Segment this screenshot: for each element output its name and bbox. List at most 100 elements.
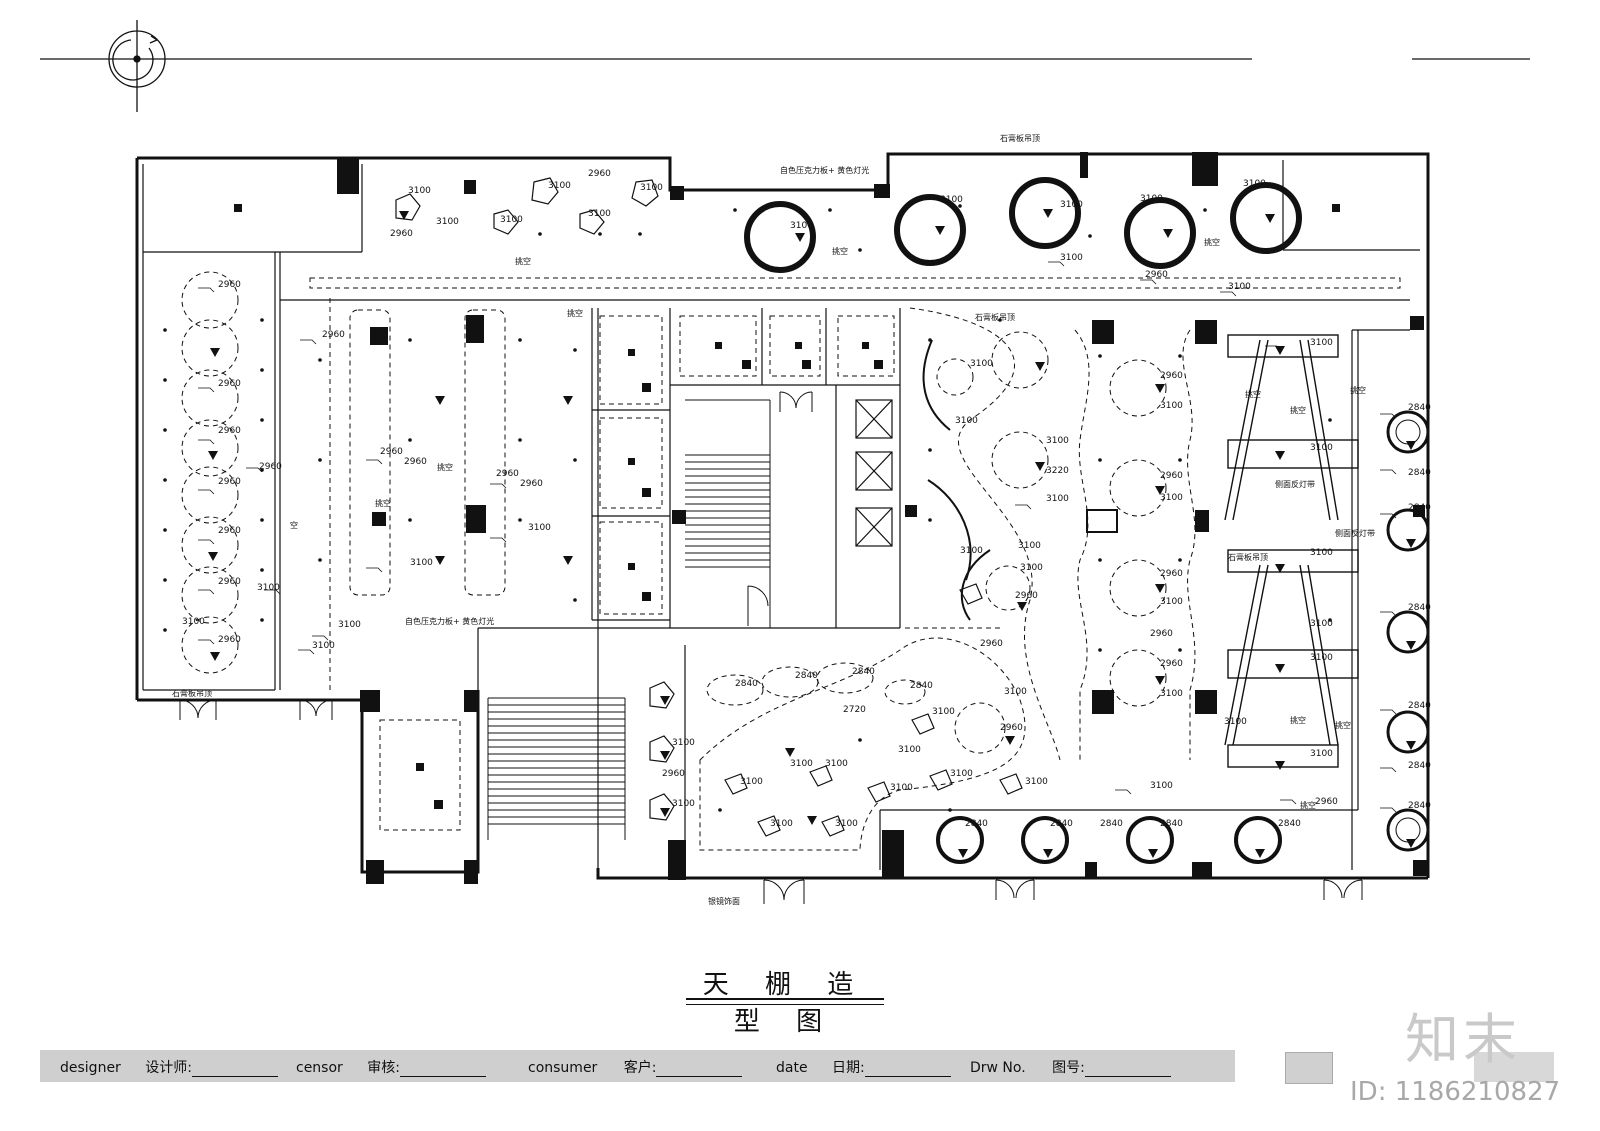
- svg-text:2960: 2960: [1000, 723, 1023, 733]
- svg-text:2960: 2960: [1160, 471, 1183, 481]
- drw-cn: 图号:: [1052, 1060, 1085, 1076]
- svg-text:2960: 2960: [218, 577, 241, 587]
- ceiling-dashed-outlines: [181, 271, 1401, 851]
- label-top-strip: 自色压克力板+ 黄色灯光: [780, 165, 869, 175]
- svg-text:2840: 2840: [1278, 819, 1301, 829]
- svg-text:2960: 2960: [1150, 629, 1173, 639]
- censor-en: censor: [296, 1060, 343, 1076]
- svg-text:3100: 3100: [770, 819, 793, 829]
- svg-text:3100: 3100: [410, 558, 433, 568]
- label-void-6: 挑空: [375, 498, 391, 508]
- consumer-cn: 客户:: [623, 1060, 657, 1076]
- svg-text:2960: 2960: [259, 462, 282, 472]
- censor-cn: 审核:: [367, 1060, 400, 1076]
- label-side-light-1: 侧面反灯带: [1275, 479, 1315, 489]
- designer-cn: 设计师:: [145, 1060, 192, 1076]
- doors: [179, 391, 1363, 904]
- svg-text:3100: 3100: [338, 620, 361, 630]
- label-left-bottom-ceiling: 石膏板吊顶: [172, 688, 212, 698]
- svg-text:2720: 2720: [843, 705, 866, 715]
- drawing-title: 天 棚 造 型 图: [702, 970, 868, 1037]
- svg-text:3100: 3100: [790, 759, 813, 769]
- svg-text:3100: 3100: [500, 215, 523, 225]
- designer-field[interactable]: designer 设计师:: [60, 1057, 278, 1077]
- svg-text:3100: 3100: [640, 183, 663, 193]
- svg-text:2960: 2960: [380, 447, 403, 457]
- elevator-shafts: [855, 399, 893, 547]
- label-void-8: 挑空: [1290, 405, 1306, 415]
- svg-text:3100: 3100: [1160, 493, 1183, 503]
- svg-text:3100: 3100: [890, 783, 913, 793]
- designer-en: designer: [60, 1060, 121, 1076]
- square-diffusers: [234, 204, 1340, 809]
- svg-text:2960: 2960: [218, 379, 241, 389]
- h-3100: 3100: [408, 186, 431, 196]
- label-void-2: 挑空: [832, 246, 848, 256]
- svg-text:3100: 3100: [835, 819, 858, 829]
- svg-text:3100: 3100: [1046, 494, 1069, 504]
- height-labels: 3100 2960 3100 3100 3100 3100 3100 2960 3100…: [182, 169, 1431, 829]
- svg-text:3100: 3100: [182, 617, 205, 627]
- svg-text:3100: 3100: [672, 738, 695, 748]
- svg-text:3100: 3100: [970, 359, 993, 369]
- svg-text:2960: 2960: [218, 526, 241, 536]
- svg-text:3100: 3100: [1310, 619, 1333, 629]
- svg-text:2960: 2960: [390, 229, 413, 239]
- svg-text:3100: 3100: [1140, 194, 1163, 204]
- svg-text:3100: 3100: [1228, 282, 1251, 292]
- title-block-swatch-2: [1474, 1052, 1554, 1082]
- label-void-1: 挑空: [515, 256, 531, 266]
- annotation-labels: 自色压克力板+ 黄色灯光 石膏板吊顶 石膏板吊顶 石膏板吊顶 自色压克力板+ 黄…: [172, 133, 1375, 906]
- svg-text:3100: 3100: [1243, 179, 1266, 189]
- svg-text:3100: 3100: [1004, 687, 1027, 697]
- svg-text:2960: 2960: [322, 330, 345, 340]
- svg-text:3100: 3100: [1310, 749, 1333, 759]
- svg-text:2960: 2960: [218, 280, 241, 290]
- svg-text:3100: 3100: [960, 546, 983, 556]
- consumer-field[interactable]: consumer 客户:: [528, 1057, 743, 1077]
- date-en: date: [776, 1060, 808, 1076]
- label-mirror: 银镜饰面: [708, 896, 740, 906]
- svg-text:2960: 2960: [662, 769, 685, 779]
- pendant-lamps: [395, 177, 1023, 837]
- drawing-number-field[interactable]: Drw No. 图号:: [970, 1057, 1171, 1077]
- svg-text:2840: 2840: [735, 679, 758, 689]
- svg-text:3100: 3100: [825, 759, 848, 769]
- label-corridor-void: 空: [290, 520, 298, 530]
- svg-text:2840: 2840: [1050, 819, 1073, 829]
- svg-text:2960: 2960: [218, 477, 241, 487]
- label-void-7: 挑空: [1245, 389, 1261, 399]
- svg-text:2840: 2840: [852, 667, 875, 677]
- svg-text:2960: 2960: [1315, 797, 1338, 807]
- svg-text:3100: 3100: [1060, 200, 1083, 210]
- svg-text:3100: 3100: [1310, 548, 1333, 558]
- svg-text:2960: 2960: [1160, 371, 1183, 381]
- svg-text:2840: 2840: [1160, 819, 1183, 829]
- svg-text:2960: 2960: [218, 426, 241, 436]
- censor-field[interactable]: censor 审核:: [296, 1057, 486, 1077]
- stairs: [487, 399, 771, 840]
- svg-text:3100: 3100: [1150, 781, 1173, 791]
- svg-text:3100: 3100: [1060, 253, 1083, 263]
- svg-text:3100: 3100: [898, 745, 921, 755]
- label-left-strip: 自色压克力板+ 黄色灯光: [405, 616, 494, 626]
- svg-text:3100: 3100: [588, 209, 611, 219]
- svg-text:3100: 3100: [672, 799, 695, 809]
- svg-text:3100: 3100: [1224, 717, 1247, 727]
- svg-text:3100: 3100: [955, 416, 978, 426]
- svg-text:2840: 2840: [910, 681, 933, 691]
- svg-text:2840: 2840: [1408, 403, 1431, 413]
- svg-text:3100: 3100: [436, 217, 459, 227]
- label-side-light-2: 侧面反灯带: [1335, 528, 1375, 538]
- date-field[interactable]: date 日期:: [776, 1057, 951, 1077]
- svg-text:3100: 3100: [1046, 436, 1069, 446]
- watermark-brand: 知末: [1405, 1008, 1521, 1071]
- svg-text:2840: 2840: [1100, 819, 1123, 829]
- svg-text:2840: 2840: [1408, 701, 1431, 711]
- svg-text:3100: 3100: [1160, 401, 1183, 411]
- svg-text:2960: 2960: [520, 479, 543, 489]
- svg-text:3100: 3100: [1310, 443, 1333, 453]
- svg-text:3220: 3220: [1046, 466, 1069, 476]
- svg-text:3100: 3100: [1310, 653, 1333, 663]
